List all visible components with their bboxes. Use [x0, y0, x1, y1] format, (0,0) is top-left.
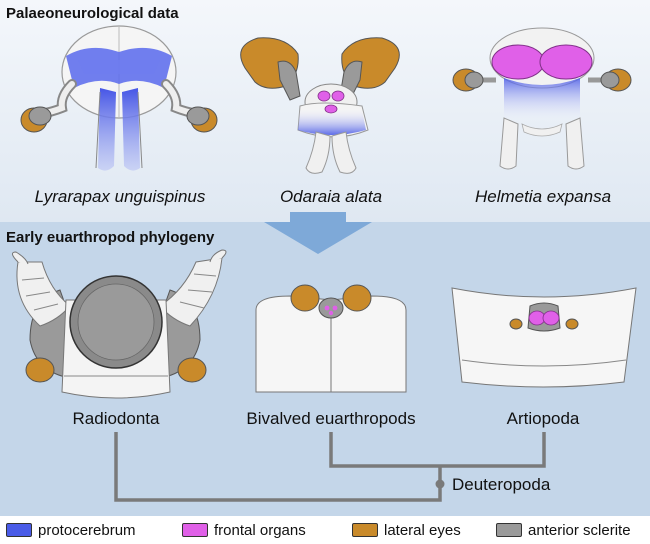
legend: protocerebrum frontal organs lateral eye… — [6, 520, 646, 540]
legend-label: lateral eyes — [384, 521, 461, 539]
legend-item-lateral-eyes: lateral eyes — [352, 520, 461, 540]
legend-label: anterior sclerite — [528, 521, 631, 539]
species-label-odaraia: Odaraia alata — [279, 187, 383, 206]
radiodonta-illustration — [12, 249, 227, 399]
deuteropoda-node — [435, 479, 445, 489]
legend-item-protocerebrum: protocerebrum — [6, 520, 136, 540]
legend-strip — [0, 516, 650, 544]
legend-swatch-anterior-sclerite — [496, 523, 522, 537]
legend-swatch-lateral-eyes — [352, 523, 378, 537]
legend-label: protocerebrum — [38, 521, 136, 539]
lyrarapax-brain — [20, 25, 218, 171]
legend-swatch-frontal-organs — [182, 523, 208, 537]
odaraia-brain — [240, 37, 400, 174]
section-title-top: Palaeoneurological data — [6, 5, 179, 22]
legend-swatch-protocerebrum — [6, 523, 32, 537]
taxon-label-bivalved: Bivalved euarthropods — [246, 409, 416, 428]
down-arrow — [264, 212, 372, 254]
legend-label: frontal organs — [214, 521, 306, 539]
taxon-label-deuteropoda: Deuteropoda — [452, 475, 551, 494]
legend-item-anterior-sclerite: anterior sclerite — [496, 520, 631, 540]
taxon-label-radiodonta: Radiodonta — [72, 409, 160, 428]
taxon-label-artiopoda: Artiopoda — [506, 409, 580, 428]
legend-item-frontal-organs: frontal organs — [182, 520, 306, 540]
bivalved-illustration — [255, 284, 407, 393]
section-title-bottom: Early euarthropod phylogeny — [6, 229, 215, 246]
helmetia-brain — [452, 27, 632, 170]
species-label-lyrarapax: Lyrarapax unguispinus — [34, 187, 206, 206]
species-label-helmetia: Helmetia expansa — [474, 187, 612, 206]
artiopoda-illustration — [451, 287, 637, 388]
